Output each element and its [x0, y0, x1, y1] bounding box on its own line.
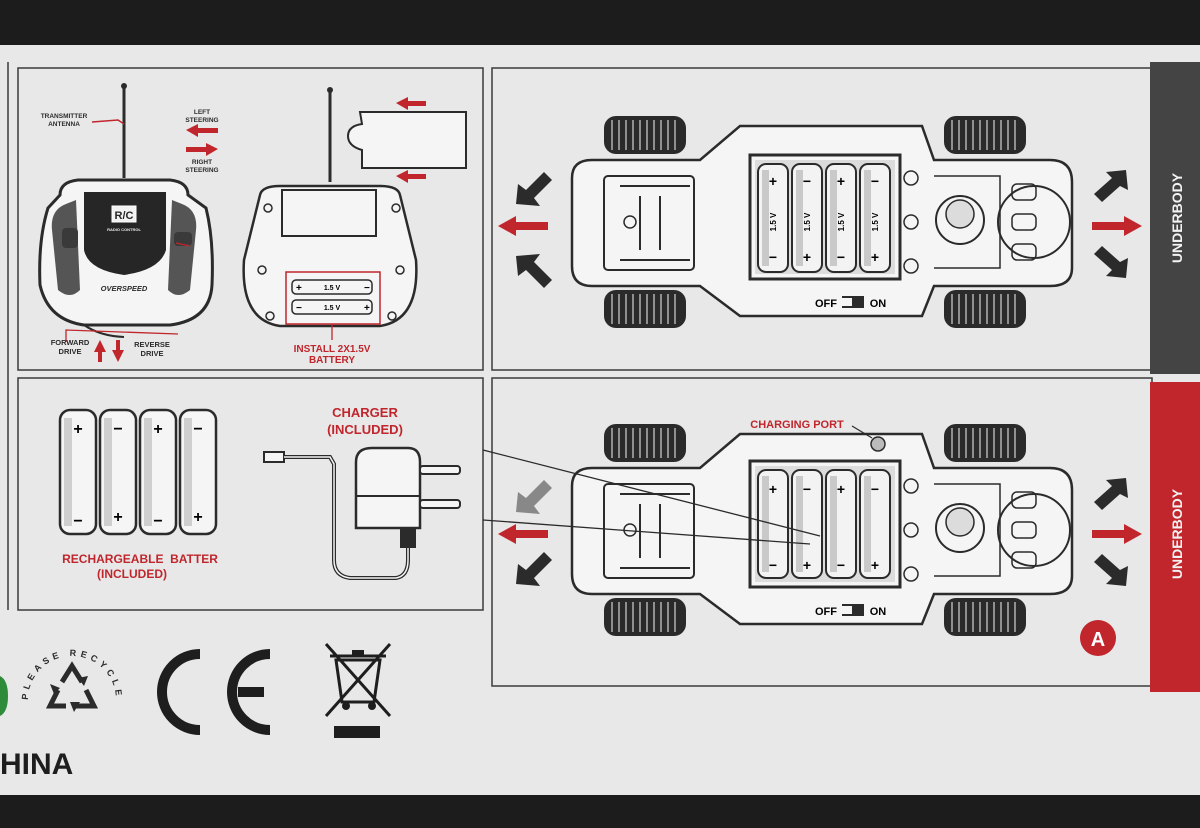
svg-text:−: − — [769, 557, 777, 573]
svg-text:+: + — [803, 249, 811, 265]
charger-caption-2: (INCLUDED) — [327, 422, 403, 437]
car-top-cell-2-voltage: 1.5 V — [803, 212, 812, 231]
green-dot-icon — [0, 676, 8, 716]
svg-text:+: + — [803, 557, 811, 573]
svg-text:−: − — [837, 249, 845, 265]
reverse-drive-label-2: DRIVE — [141, 349, 164, 358]
remote-model-label: OVERSPEED — [101, 284, 148, 293]
right-steering-label-2: STEERING — [185, 167, 218, 174]
underbody-tab-top — [1150, 62, 1200, 374]
car-underbody-top: + − + − − + − + 1.5 V 1.5 V 1.5 V 1.5 V — [570, 115, 1074, 329]
svg-text:+: + — [769, 481, 777, 497]
underbody-tab-bottom — [1150, 382, 1200, 692]
svg-text:−: − — [871, 481, 879, 497]
svg-text:+: + — [193, 509, 202, 526]
svg-text:+: + — [364, 303, 370, 314]
charger-caption-1: CHARGER — [332, 405, 398, 420]
antenna-label-1: TRANSMITTER — [41, 113, 88, 120]
remote-brand-sub: RADIO CONTROL — [107, 227, 141, 232]
forward-drive-label-1: FORWARD — [51, 338, 90, 347]
svg-text:−: − — [296, 303, 302, 314]
charging-port-label: CHARGING PORT — [750, 419, 844, 431]
car-bottom-switch-on: ON — [870, 606, 887, 618]
svg-text:+: + — [73, 421, 82, 438]
install-battery-line-2: BATTERY — [309, 355, 355, 366]
underbody-tab-bottom-label: UNDERBODY — [1169, 488, 1185, 579]
left-steering-label-1: LEFT — [194, 109, 210, 116]
right-steering-label-1: RIGHT — [192, 159, 212, 166]
remote-cell-2-voltage: 1.5 V — [324, 305, 341, 312]
car-top-cell-3-voltage: 1.5 V — [837, 212, 846, 231]
remote-battery-compartment: + − − + 1.5 V 1.5 V — [242, 87, 467, 340]
car-top-switch-on: ON — [870, 298, 887, 310]
svg-text:−: − — [73, 513, 82, 530]
svg-text:−: − — [113, 421, 122, 438]
weee-bin-icon — [324, 643, 392, 738]
svg-text:−: − — [803, 173, 811, 189]
install-battery-line-1: INSTALL 2X1.5V — [294, 344, 371, 355]
ce-mark-text: CE — [0, 0, 2, 1]
car-top-cell-1-voltage: 1.5 V — [769, 212, 778, 231]
battery-pack-caption-1: RECHARGEABLE BATTER — [62, 552, 218, 566]
svg-text:+: + — [296, 283, 302, 294]
svg-text:+: + — [871, 249, 879, 265]
svg-text:+: + — [113, 509, 122, 526]
remote-cell-1-voltage: 1.5 V — [324, 285, 341, 292]
ce-mark-icon — [157, 649, 271, 735]
battery-pack-caption-2: (INCLUDED) — [97, 567, 167, 581]
car-underbody-bottom: + − + − − + − + — [570, 423, 1074, 637]
svg-text:+: + — [769, 173, 777, 189]
svg-text:−: − — [769, 249, 777, 265]
charger-illustration — [263, 446, 461, 580]
svg-text:−: − — [193, 421, 202, 438]
car-top-switch-off: OFF — [815, 298, 837, 310]
svg-text:−: − — [871, 173, 879, 189]
underbody-tab-top-label: UNDERBODY — [1169, 172, 1185, 263]
svg-text:−: − — [803, 481, 811, 497]
forward-drive-label-2: DRIVE — [59, 347, 82, 356]
car-bottom-switch-off: OFF — [815, 606, 837, 618]
svg-text:−: − — [153, 513, 162, 530]
left-steering-label-2: STEERING — [185, 117, 218, 124]
svg-text:+: + — [837, 481, 845, 497]
antenna-label-2: ANTENNA — [48, 121, 80, 128]
svg-text:+: + — [153, 421, 162, 438]
charging-port-icon — [870, 436, 886, 452]
reverse-drive-label-1: REVERSE — [134, 340, 170, 349]
badge-a — [1080, 620, 1116, 656]
remote-brand-logo: R/C — [115, 210, 134, 222]
car-top-cell-4-voltage: 1.5 V — [871, 212, 880, 231]
svg-text:+: + — [837, 173, 845, 189]
remote-controller: R/C RADIO CONTROL OVERSPEED — [38, 83, 218, 362]
svg-text:−: − — [364, 283, 370, 294]
rechargeable-battery-pack: + − + − − + − + — [58, 408, 218, 536]
svg-text:+: + — [871, 557, 879, 573]
badge-a-label: A — [1091, 629, 1105, 651]
svg-text:−: − — [837, 557, 845, 573]
made-in-origin-text: HINA — [0, 748, 73, 781]
